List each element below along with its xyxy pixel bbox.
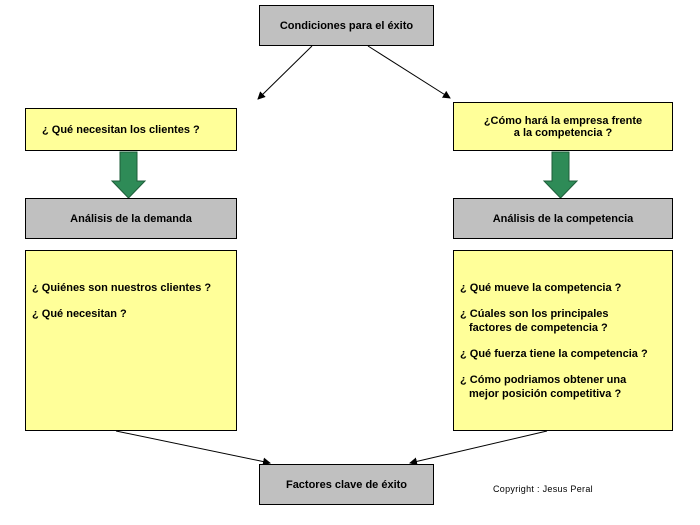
bottom-box-title: Factores clave de éxito [285,478,408,491]
right-question-line2: a la competencia ? [513,126,613,139]
right-list-item: ¿ Cómo podriamos obtener una mejor posic… [460,373,666,401]
left-list-item-text: ¿ Quiénes son nuestros clientes ? [32,282,212,294]
bottom-box: Factores clave de éxito [259,464,434,505]
green-down-arrow-right [542,151,579,199]
right-question-line1: ¿Cómo hará la empresa frente [483,114,643,127]
left-list-item: ¿ Qué necesitan ? [32,307,230,321]
left-list-item-text: ¿ Qué necesitan ? [32,308,127,320]
arrow-top-to-left [257,45,313,100]
right-section-box: Análisis de la competencia [453,198,673,239]
right-questions-box: ¿ Qué mueve la competencia ? ¿ Cúales so… [453,250,673,431]
top-box-title: Condiciones para el éxito [279,19,414,32]
right-list-item-text-cont: factores de competencia ? [469,322,608,334]
green-down-arrow-left [110,151,147,199]
right-list-item-text: ¿ Cúales son los principales [460,308,609,320]
right-list-item: ¿ Qué mueve la competencia ? [460,281,666,295]
arrow-right-to-bottom [409,430,548,466]
right-list-item-text: ¿ Cómo podriamos obtener una [460,374,627,386]
left-section-title: Análisis de la demanda [70,212,192,225]
right-list-item-text: ¿ Qué fuerza tiene la competencia ? [460,348,648,360]
arrow-left-to-bottom [115,430,271,466]
arrow-top-to-right [367,45,451,99]
right-list-item: ¿ Cúales son los principales factores de… [460,307,666,335]
left-question-text: ¿ Qué necesitan los clientes ? [42,123,200,136]
left-section-box: Análisis de la demanda [25,198,237,239]
top-box: Condiciones para el éxito [259,5,434,46]
copyright-text: Copyright : Jesus Peral [493,484,593,494]
right-question-box: ¿Cómo hará la empresa frente a la compet… [453,102,673,151]
right-list-item-text: ¿ Qué mueve la competencia ? [460,282,622,294]
left-question-box: ¿ Qué necesitan los clientes ? [25,108,237,151]
left-questions-box: ¿ Quiénes son nuestros clientes ? ¿ Qué … [25,250,237,431]
right-section-title: Análisis de la competencia [492,212,634,225]
right-list-item: ¿ Qué fuerza tiene la competencia ? [460,347,666,361]
left-list-item: ¿ Quiénes son nuestros clientes ? [32,281,230,295]
right-list-item-text-cont: mejor posición competitiva ? [469,388,622,400]
